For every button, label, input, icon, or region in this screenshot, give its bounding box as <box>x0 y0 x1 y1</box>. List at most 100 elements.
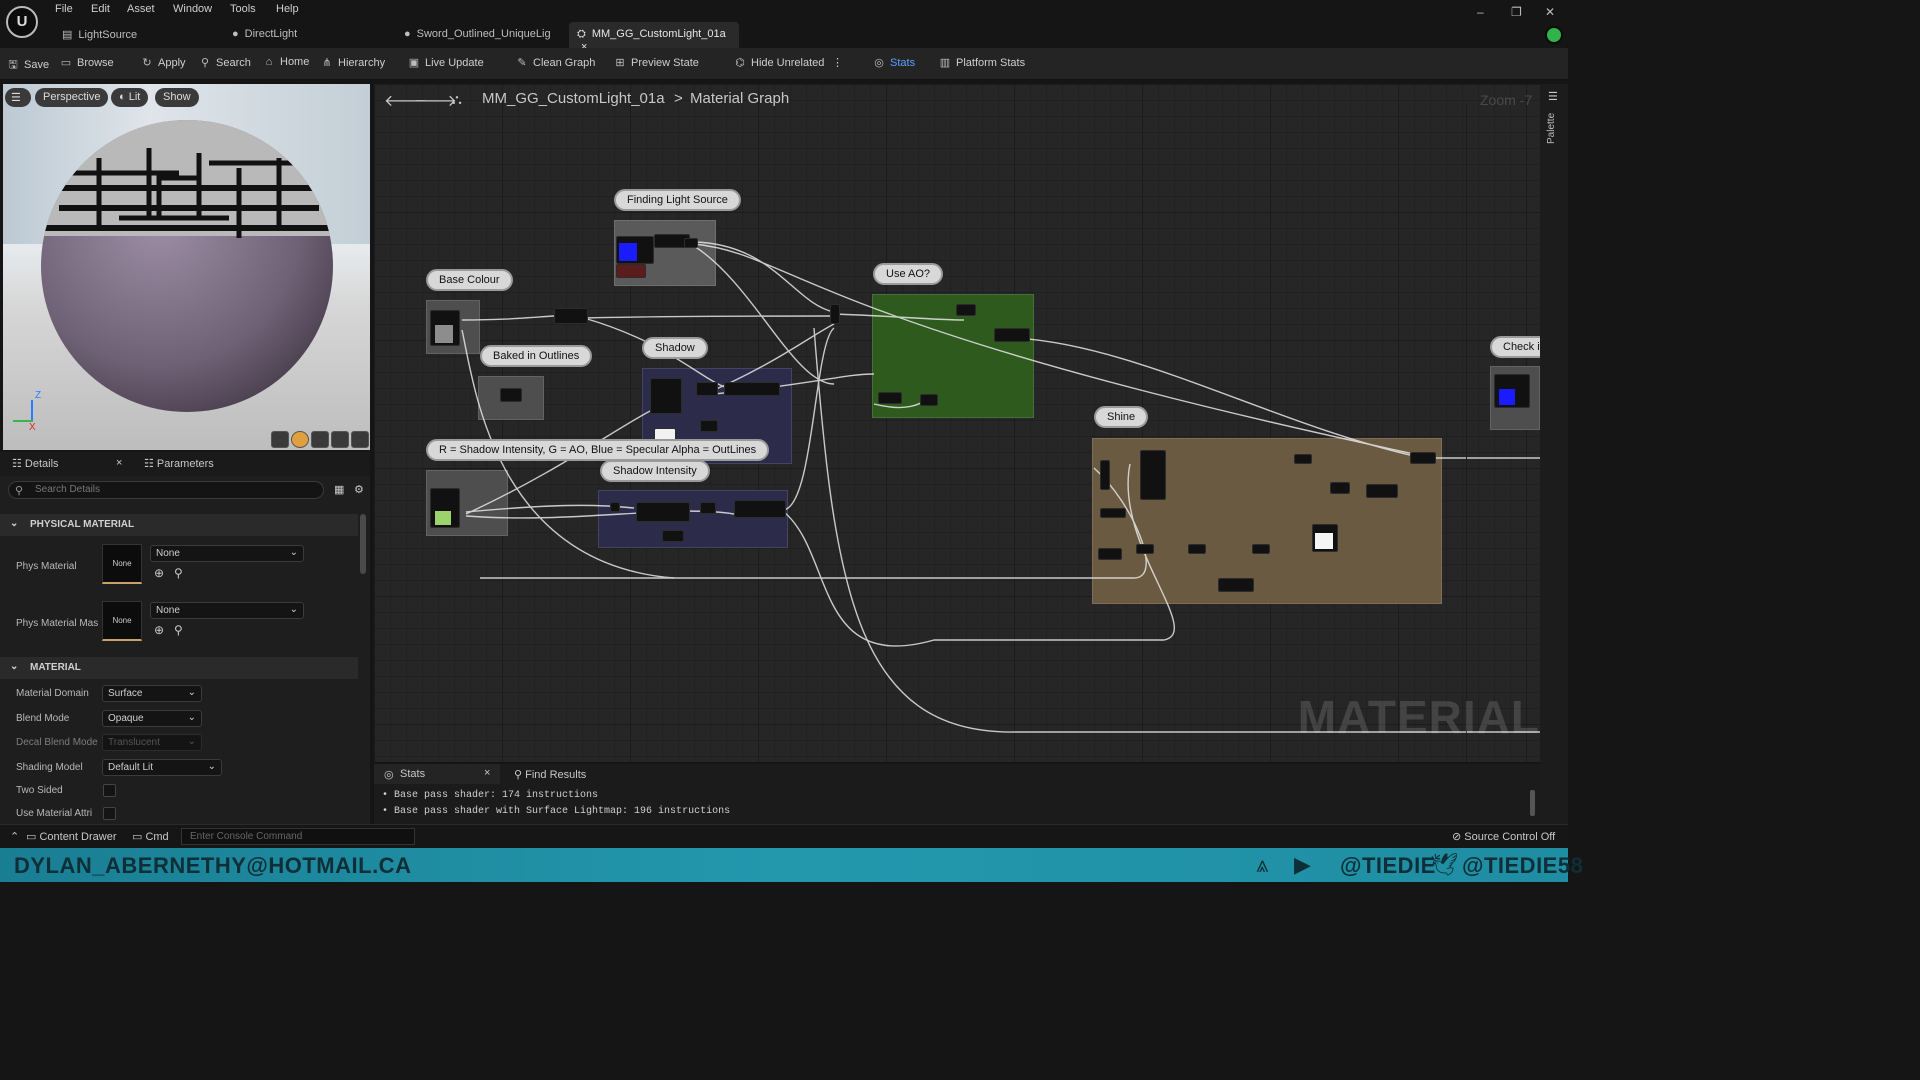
tab-lightsource[interactable]: ▤LightSource <box>62 29 138 41</box>
use-selected-icon[interactable]: ⊕ <box>154 566 165 580</box>
phys-material-thumbnail[interactable]: None <box>102 544 142 584</box>
plane-preview-icon[interactable] <box>311 431 329 448</box>
cmd-button[interactable]: ▭ Cmd <box>132 831 169 843</box>
channel-reroute-node[interactable] <box>610 502 620 512</box>
menu-edit[interactable]: Edit <box>91 3 110 15</box>
comment-shine[interactable]: Shine <box>1094 406 1149 428</box>
intensity-lerp-node[interactable] <box>734 500 786 518</box>
outline-lerp-node[interactable] <box>500 388 522 402</box>
details-tab[interactable]: ☷ Details <box>12 458 59 470</box>
apply-button[interactable]: ↻Apply <box>140 56 185 69</box>
shine-step-node[interactable] <box>1188 544 1206 554</box>
shine-white-node[interactable] <box>1312 524 1338 552</box>
comment-check[interactable]: Check if <box>1490 336 1540 358</box>
material-domain-select[interactable]: Surface⌄ <box>102 685 202 702</box>
palette-menu-icon[interactable]: ☰ <box>1548 91 1558 103</box>
shine-dot-node[interactable] <box>1294 454 1312 464</box>
minimize-icon[interactable]: – <box>1477 5 1484 19</box>
intensity-add-node[interactable] <box>700 502 716 514</box>
clean-graph-button[interactable]: ✎Clean Graph <box>515 56 595 69</box>
ao-switch-node[interactable] <box>956 304 976 316</box>
phys-material-mask-select[interactable]: None⌄ <box>150 602 304 619</box>
two-sided-checkbox[interactable] <box>103 784 116 797</box>
multiply-node[interactable] <box>554 308 588 324</box>
restore-icon[interactable]: ❐ <box>1511 5 1522 19</box>
shine-power-node[interactable] <box>1136 544 1154 554</box>
tab-mm-gg-customlight[interactable]: ⛭MM_GG_CustomLight_01a × <box>569 22 739 53</box>
perspective-button[interactable]: Perspective <box>35 88 109 107</box>
parameters-tab[interactable]: ☷ Parameters <box>144 458 214 470</box>
source-control-button[interactable]: ⊘ Source Control Off <box>1452 831 1556 843</box>
comment-box-shadow-intensity[interactable] <box>598 490 788 548</box>
shine-lerp-node[interactable] <box>1366 484 1398 498</box>
lit-button[interactable]: ◐ Lit <box>111 88 149 107</box>
shine-mult-node[interactable] <box>1252 544 1270 554</box>
search-button[interactable]: ⚲Search <box>198 56 251 69</box>
ao-add-node[interactable] <box>920 394 938 406</box>
live-update-button[interactable]: ▣Live Update <box>408 57 484 69</box>
shine-scalar-node[interactable] <box>1100 508 1126 518</box>
content-drawer-button[interactable]: ▭ Content Drawer <box>26 831 117 843</box>
material-graph-canvas[interactable]: 🡐 🡒 ⛬ MM_GG_CustomLight_01a > Material G… <box>374 84 1540 762</box>
menu-tools[interactable]: Tools <box>230 3 256 15</box>
intensity-param-node[interactable] <box>662 530 684 542</box>
stats-scrollbar[interactable] <box>1530 790 1535 816</box>
output-node[interactable] <box>684 238 698 248</box>
shine-output-node[interactable] <box>1410 452 1436 464</box>
light-vector-node[interactable] <box>616 236 654 264</box>
home-button[interactable]: ⌂Home <box>262 56 310 68</box>
breadcrumb-asset[interactable]: MM_GG_CustomLight_01a <box>482 90 665 107</box>
comment-shadow[interactable]: Shadow <box>642 337 708 359</box>
base-colour-texture-node[interactable] <box>430 310 460 346</box>
stats-button[interactable]: ◎Stats <box>872 56 915 69</box>
cylinder-preview-icon[interactable] <box>271 431 289 448</box>
hide-unrelated-button[interactable]: ⌬Hide Unrelated <box>733 56 824 69</box>
shine-input-node[interactable] <box>1100 460 1110 490</box>
close-window-icon[interactable]: ✕ <box>1545 5 1556 19</box>
more-options-icon[interactable]: ⋮ <box>832 57 843 69</box>
close-stats-icon[interactable]: × <box>484 767 491 779</box>
browse-asset-icon[interactable]: ⚲ <box>174 566 183 580</box>
palette-label[interactable]: Palette <box>1546 112 1557 144</box>
menu-help[interactable]: Help <box>276 3 299 15</box>
comment-box-baked-outlines[interactable] <box>478 376 544 420</box>
shadow-lerp-node[interactable] <box>724 382 780 396</box>
blend-mode-select[interactable]: Opaque⌄ <box>102 710 202 727</box>
shine-param-b-node[interactable] <box>1218 578 1254 592</box>
comment-baked-outlines[interactable]: Baked in Outlines <box>480 345 593 367</box>
save-button[interactable]: 🖫Save <box>6 56 49 75</box>
unreal-logo-icon[interactable]: U <box>6 6 38 38</box>
browse-button[interactable]: ▭Browse <box>60 57 114 69</box>
chevron-up-icon[interactable]: ⌃ <box>10 831 20 843</box>
settings-gear-icon[interactable]: ⚙ <box>354 484 364 496</box>
section-material[interactable]: ⌄MATERIAL <box>0 657 358 679</box>
shadow-texture-node[interactable] <box>650 378 682 414</box>
phys-material-select[interactable]: None⌄ <box>150 545 304 562</box>
light-color-node[interactable] <box>616 264 646 278</box>
use-selected-icon[interactable]: ⊕ <box>154 623 165 637</box>
hierarchy-button[interactable]: ⋔Hierarchy <box>320 56 385 69</box>
preview-viewport[interactable]: ☰ Perspective ◐ Lit Show Z X <box>3 84 370 450</box>
menu-asset[interactable]: Asset <box>127 3 155 15</box>
search-details-input[interactable]: ⚲ Search Details <box>8 481 324 499</box>
use-material-attributes-checkbox[interactable] <box>103 807 116 820</box>
check-node[interactable] <box>1494 374 1530 408</box>
sphere-preview-icon[interactable] <box>291 431 309 448</box>
ao-mask-node[interactable] <box>878 392 902 404</box>
shine-param-node[interactable] <box>1098 548 1122 560</box>
viewport-menu-icon[interactable]: ☰ <box>5 88 31 107</box>
shadow-mask-node[interactable] <box>696 382 718 396</box>
details-scrollbar[interactable] <box>360 514 366 574</box>
console-command-input[interactable]: Enter Console Command <box>181 828 415 845</box>
show-button[interactable]: Show <box>155 88 199 107</box>
source-status-icon[interactable] <box>1545 26 1563 44</box>
table-view-icon[interactable]: ▦ <box>334 484 345 496</box>
preview-state-button[interactable]: ⊞Preview State <box>613 56 698 69</box>
close-details-icon[interactable]: × <box>116 457 123 469</box>
shine-texture-node[interactable] <box>1140 450 1166 500</box>
comment-channel-note[interactable]: R = Shadow Intensity, G = AO, Blue = Spe… <box>426 439 770 461</box>
section-physical-material[interactable]: ⌄PHYSICAL MATERIAL <box>0 514 358 536</box>
palette-panel[interactable]: ☰ Palette <box>1540 84 1568 824</box>
ao-multiply-node[interactable] <box>994 328 1030 342</box>
tab-sword-outlined[interactable]: ●Sword_Outlined_UniqueLig <box>404 28 551 40</box>
